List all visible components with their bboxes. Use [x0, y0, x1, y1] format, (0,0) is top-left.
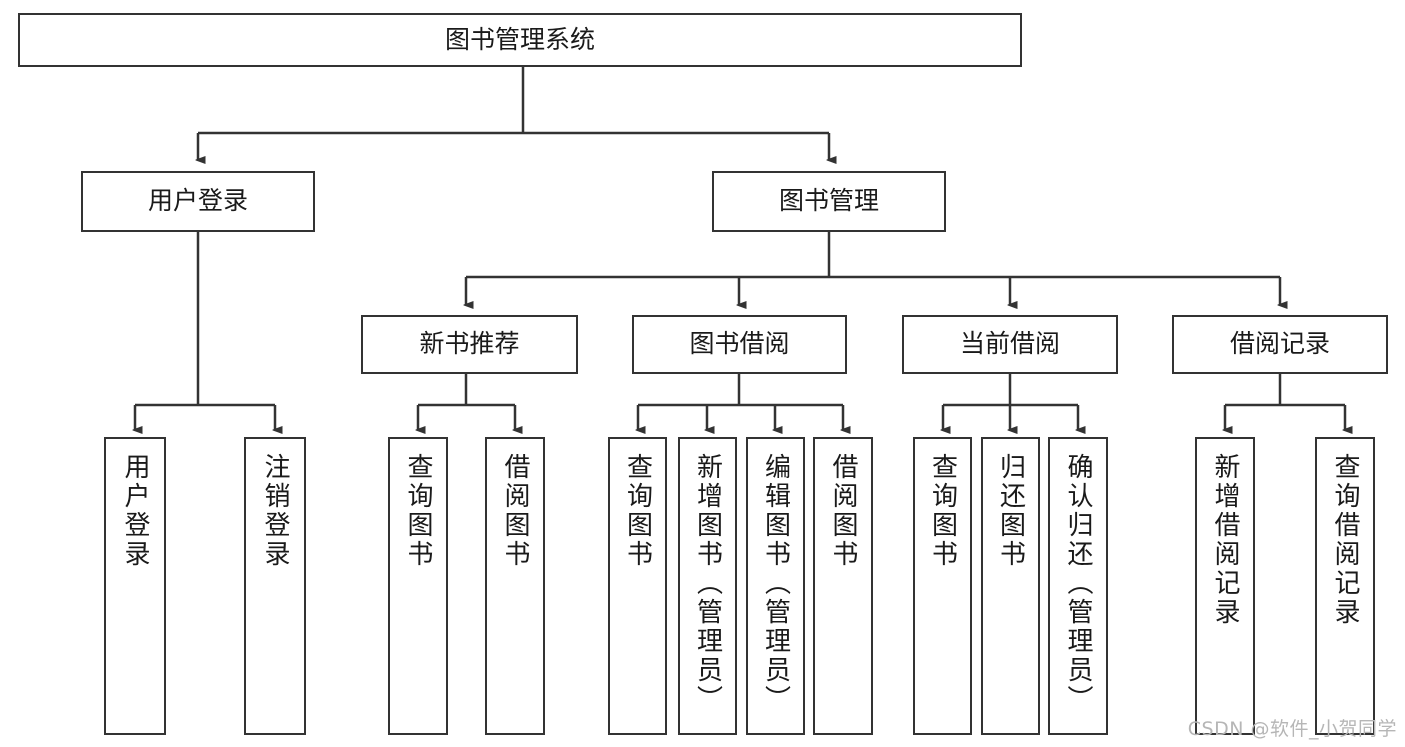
node-label: 借阅图书	[500, 453, 530, 569]
node-label: 图书管理	[778, 186, 879, 216]
leaf-current-confirm-return-admin[interactable]: 确认归还（管理员）	[1048, 437, 1108, 735]
node-label: 注销登录	[260, 453, 290, 569]
node-label: 新增借阅记录	[1210, 453, 1240, 627]
leaf-user-login-logout[interactable]: 注销登录	[244, 437, 306, 735]
leaf-recommend-borrow-book[interactable]: 借阅图书	[485, 437, 545, 735]
node-label: 借阅记录	[1229, 329, 1330, 359]
leaf-recommend-query-book[interactable]: 查询图书	[388, 437, 448, 735]
leaf-borrow-query-book[interactable]: 查询图书	[608, 437, 667, 735]
leaf-current-return-book[interactable]: 归还图书	[981, 437, 1040, 735]
node-label: 查询图书	[403, 453, 433, 569]
node-label: 图书管理系统	[444, 24, 595, 54]
node-root-system[interactable]: 图书管理系统	[18, 13, 1022, 67]
node-label: 查询借阅记录	[1330, 453, 1360, 627]
node-label: 查询图书	[927, 453, 958, 569]
node-book-management[interactable]: 图书管理	[712, 171, 946, 232]
node-label: 用户登录	[147, 186, 248, 216]
node-label: 借阅图书	[828, 453, 858, 569]
node-label: 新书推荐	[419, 329, 520, 359]
node-label: 当前借阅	[959, 329, 1060, 359]
node-new-book-recommend[interactable]: 新书推荐	[361, 315, 578, 374]
node-borrow-record[interactable]: 借阅记录	[1172, 315, 1388, 374]
node-label: 确认归还（管理员）	[1063, 453, 1093, 714]
leaf-borrow-edit-book-admin[interactable]: 编辑图书（管理员）	[746, 437, 805, 735]
leaf-user-login-login[interactable]: 用户登录	[104, 437, 166, 735]
leaf-record-query-record[interactable]: 查询借阅记录	[1315, 437, 1375, 735]
node-book-borrow[interactable]: 图书借阅	[632, 315, 847, 374]
node-label: 图书借阅	[689, 329, 790, 359]
node-current-borrow[interactable]: 当前借阅	[902, 315, 1118, 374]
node-label: 查询图书	[622, 453, 653, 569]
node-label: 归还图书	[995, 453, 1026, 569]
node-label: 新增图书（管理员）	[692, 453, 723, 714]
watermark-text: CSDN @软件_小贺同学	[1187, 718, 1397, 740]
leaf-borrow-add-book-admin[interactable]: 新增图书（管理员）	[678, 437, 737, 735]
node-label: 用户登录	[120, 453, 150, 569]
leaf-borrow-borrow-book[interactable]: 借阅图书	[813, 437, 873, 735]
node-label: 编辑图书（管理员）	[760, 453, 791, 714]
node-user-login[interactable]: 用户登录	[81, 171, 315, 232]
leaf-record-add-record[interactable]: 新增借阅记录	[1195, 437, 1255, 735]
leaf-current-query-book[interactable]: 查询图书	[913, 437, 972, 735]
